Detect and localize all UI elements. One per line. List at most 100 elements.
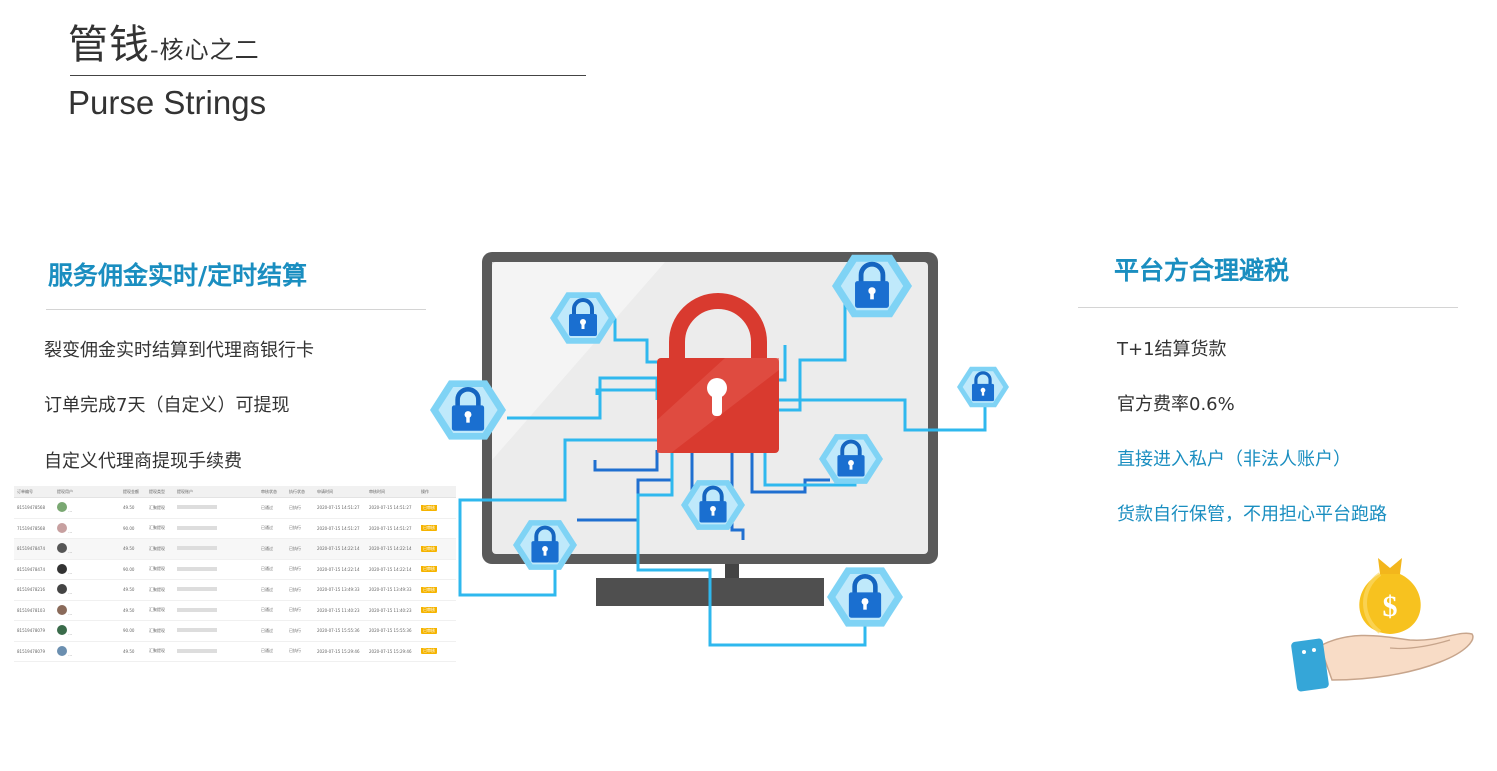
left-section-divider <box>46 309 426 310</box>
table-cell: ... <box>54 625 120 636</box>
table-cell <box>174 546 258 551</box>
right-bullet-1: T+1结算货款 <box>1117 339 1227 360</box>
withdrawal-table-thumbnail: 订单编号 提现用户 提现金额 提现类型 提现账户 审核状态 执行状态 申请时间 … <box>14 486 456 662</box>
table-cell: 汇聚提现 <box>149 566 165 572</box>
table-cell: 2020-07-15 15:29:46 <box>369 648 412 654</box>
table-header-cell: 执行状态 <box>289 488 305 494</box>
money-bag-hand-illustration: $ <box>1291 558 1474 692</box>
avatar <box>57 604 67 615</box>
account-redacted <box>177 525 217 530</box>
review-button[interactable]: 已审核 <box>421 586 437 593</box>
table-cell: 90.00 <box>123 525 135 531</box>
table-cell: 2020-07-15 15:55:36 <box>369 628 412 634</box>
table-cell: 已执行 <box>289 627 301 633</box>
avatar <box>57 522 67 533</box>
avatar <box>57 543 67 554</box>
account-redacted <box>177 607 217 612</box>
table-cell: 已审核 <box>418 566 446 573</box>
review-button[interactable]: 已审核 <box>421 504 437 511</box>
table-header-cell: 审核状态 <box>261 488 277 494</box>
table-cell: 49.50 <box>123 607 135 613</box>
svg-text:$: $ <box>1383 590 1398 623</box>
review-button[interactable]: 已审核 <box>421 525 437 532</box>
review-button[interactable]: 已审核 <box>421 545 437 552</box>
padlock-icon <box>430 380 506 440</box>
padlock-icon <box>957 366 1009 408</box>
table-cell: 81519478079 <box>17 628 45 634</box>
table-cell: 已审核 <box>418 627 446 634</box>
table-cell: 汇聚提现 <box>149 504 165 510</box>
table-cell: 汇聚提现 <box>149 586 165 592</box>
table-cell: 2020-07-15 14:22:14 <box>369 566 412 572</box>
table-cell <box>174 566 258 572</box>
hex-lock-badges <box>430 254 1009 627</box>
table-cell <box>174 628 258 633</box>
table-cell: 已执行 <box>289 566 301 572</box>
table-cell: 81519478474 <box>17 546 45 552</box>
avatar <box>57 502 67 513</box>
table-cell: 已通过 <box>261 566 273 572</box>
user-name: ... <box>67 651 73 657</box>
padlock-icon <box>832 254 912 318</box>
account-redacted <box>177 628 217 633</box>
table-cell <box>174 587 258 592</box>
user-name: ... <box>67 528 73 534</box>
user-name: ... <box>67 569 73 575</box>
left-bullet-1: 裂变佣金实时结算到代理商银行卡 <box>44 340 314 361</box>
table-cell: 已执行 <box>289 607 301 613</box>
table-cell: 2020-07-15 15:29:46 <box>317 648 360 654</box>
table-cell <box>174 607 258 613</box>
account-redacted <box>177 566 217 571</box>
avatar <box>57 625 67 636</box>
review-button[interactable]: 已审核 <box>421 607 437 614</box>
review-button[interactable]: 已审核 <box>421 566 437 573</box>
title-main-text: 管钱 <box>68 22 150 68</box>
table-cell: 已审核 <box>418 586 446 593</box>
avatar <box>57 563 67 574</box>
table-cell: 81519478474 <box>17 566 45 572</box>
table-cell: ... <box>54 584 120 595</box>
table-cell: ... <box>54 645 120 657</box>
table-cell: 已通过 <box>261 627 273 633</box>
table-cell: 已执行 <box>289 504 301 510</box>
user-name: ... <box>67 508 73 514</box>
table-cell: 已通过 <box>261 504 273 510</box>
table-cell: 已审核 <box>418 545 446 552</box>
table-cell: 已通过 <box>261 607 273 613</box>
table-cell: 81519478568 <box>17 505 45 511</box>
table-cell <box>174 505 258 510</box>
right-section-title: 平台方合理避税 <box>1114 256 1290 285</box>
user-name: ... <box>67 549 73 555</box>
table-cell: 49.50 <box>123 505 135 511</box>
money-bag-icon: $ <box>1359 558 1421 634</box>
review-button[interactable]: 已审核 <box>421 648 437 655</box>
right-bullet-2: 官方费率0.6% <box>1117 394 1235 415</box>
table-cell: 49.50 <box>123 546 135 552</box>
table-cell: 49.50 <box>123 587 135 593</box>
table-cell: 2020-07-15 14:22:14 <box>317 546 360 552</box>
table-cell: 汇聚提现 <box>149 525 165 531</box>
table-cell: ... <box>54 502 120 513</box>
table-cell: 2020-07-15 14:51:27 <box>369 505 412 511</box>
table-cell: ... <box>54 604 120 616</box>
table-cell: 2020-07-15 14:51:27 <box>369 525 412 531</box>
table-header-cell: 提现用户 <box>57 488 73 494</box>
table-cell <box>174 648 258 654</box>
table-cell: 2020-07-15 14:51:27 <box>317 525 360 531</box>
table-cell: 2020-07-15 14:22:14 <box>317 566 360 572</box>
table-header-cell: 申请时间 <box>317 488 333 494</box>
padlock-icon <box>827 567 903 627</box>
table-cell: 2020-07-15 13:49:33 <box>317 587 360 593</box>
review-button[interactable]: 已审核 <box>421 627 437 634</box>
table-cell: 已执行 <box>289 586 301 592</box>
right-section-divider <box>1078 307 1458 308</box>
table-cell: 汇聚提现 <box>149 648 165 654</box>
table-cell <box>174 525 258 531</box>
user-name: ... <box>67 590 73 596</box>
table-cell: 90.00 <box>123 566 135 572</box>
title-subtitle: -核心之二 <box>150 36 260 64</box>
